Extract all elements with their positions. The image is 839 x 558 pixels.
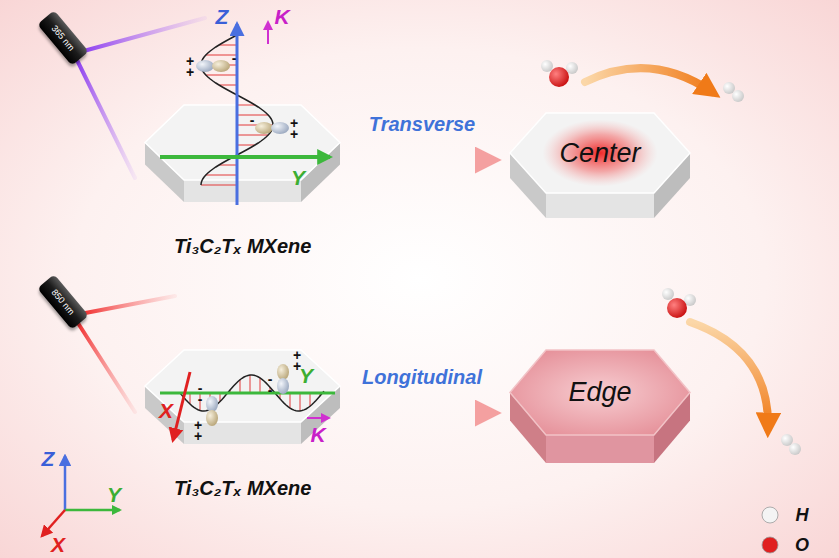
- axis-label: Y: [107, 484, 121, 505]
- center-site: Center: [505, 108, 695, 218]
- axis-label: Z: [216, 6, 229, 27]
- axis-label: Z: [42, 448, 55, 469]
- wavevector-label: K: [274, 6, 289, 27]
- charge: -: [247, 115, 257, 126]
- axis-label: X: [159, 400, 173, 421]
- charge: + +: [289, 118, 299, 139]
- laser-source: 850 nm: [37, 274, 89, 330]
- transition-arrow: [353, 156, 491, 165]
- transition-arrow: [353, 409, 491, 418]
- hydrogen-molecule: [723, 82, 744, 102]
- light-wave: [180, 35, 324, 411]
- axis-label: X: [51, 534, 65, 555]
- k-vector: [307, 417, 329, 419]
- axis-label: Y: [291, 167, 305, 188]
- k-vector: [267, 22, 269, 44]
- water-molecule: [662, 288, 696, 318]
- axis-label: Y: [299, 365, 313, 386]
- charge: + +: [292, 350, 302, 371]
- charge: - -: [195, 383, 205, 404]
- dipole: [255, 122, 289, 134]
- y-axis: [160, 155, 330, 159]
- legend-label: H: [796, 506, 809, 524]
- charge: + +: [193, 420, 203, 441]
- x-axis: [173, 372, 190, 440]
- z-axis: [236, 24, 239, 205]
- dipole: [206, 396, 218, 426]
- charge: - -: [265, 374, 275, 395]
- laser-source: 365 nm: [37, 10, 89, 66]
- site-label: Center: [560, 138, 641, 169]
- charge: + +: [185, 56, 195, 77]
- edge-label: Longitudinal: [362, 367, 482, 387]
- reaction-arrow: [585, 68, 712, 92]
- wavelength-label: 850 nm: [50, 287, 77, 316]
- site-label: Edge: [569, 377, 632, 408]
- material-label: Ti₃C₂Tₓ MXene: [174, 477, 311, 500]
- water-molecule: [541, 60, 578, 87]
- material-label: Ti₃C₂Tₓ MXene: [174, 235, 311, 258]
- wavevector-label: K: [310, 424, 325, 445]
- edge-label: Transverse: [369, 114, 475, 134]
- dipole: [277, 364, 289, 394]
- reaction-arrow: [690, 322, 768, 428]
- charge: -: [229, 53, 239, 64]
- hydrogen-molecule: [781, 434, 801, 455]
- dipole: [196, 60, 230, 72]
- legend-swatch: [762, 537, 778, 553]
- edge-site: Edge: [505, 345, 695, 463]
- legend-swatch: [762, 507, 778, 523]
- legend-label: O: [795, 536, 809, 554]
- mxene-plate: Ti₃C₂Tₓ MXene: [140, 100, 345, 260]
- wavelength-label: 365 nm: [50, 23, 77, 52]
